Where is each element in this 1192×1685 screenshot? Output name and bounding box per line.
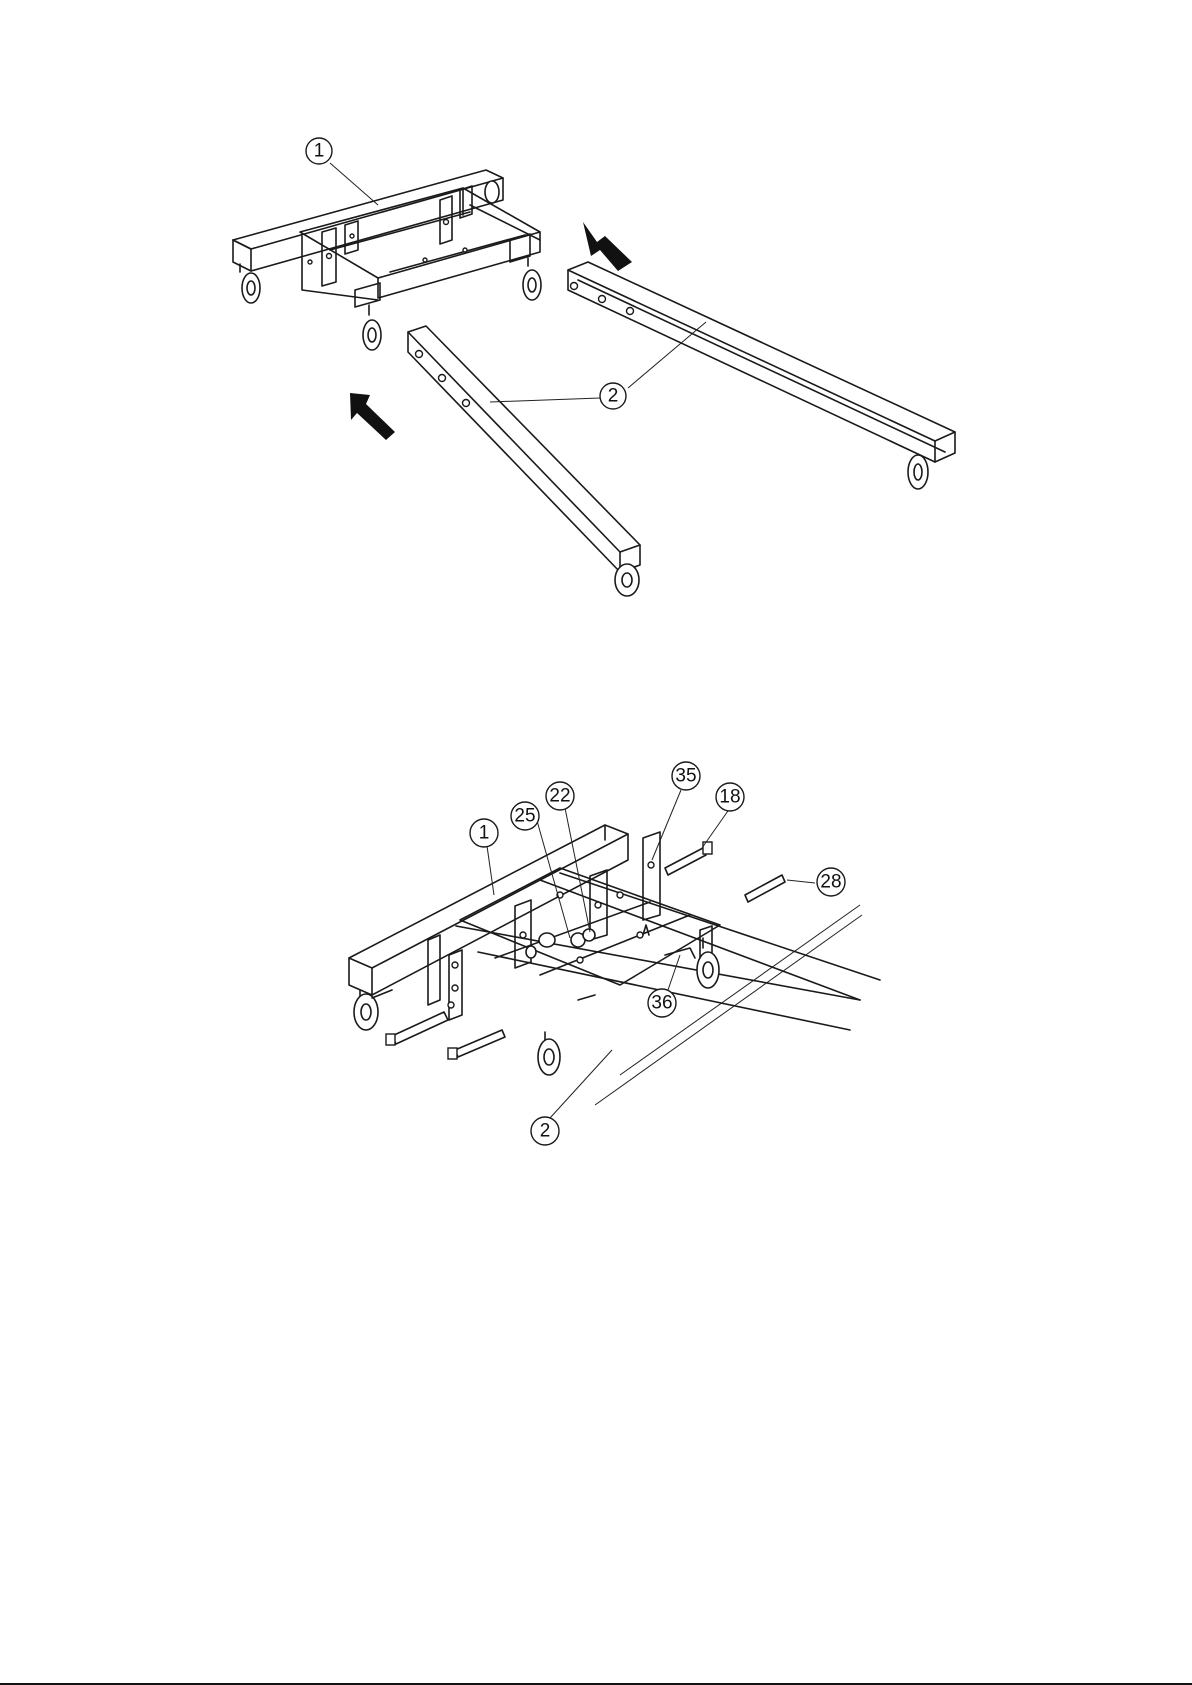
callout-label: 22 <box>549 786 570 807</box>
bottom-front-beam <box>349 825 628 995</box>
top-caster-right <box>523 258 541 300</box>
callout-18: 18 <box>716 783 744 811</box>
callout-28: 28 <box>817 868 845 896</box>
bottom-figure: 1 25 22 35 18 28 36 2 <box>349 762 880 1145</box>
callout-36: 36 <box>648 989 676 1017</box>
callout-label: 25 <box>514 806 535 827</box>
top-front-leg <box>408 326 640 596</box>
callout-label: 35 <box>675 766 696 787</box>
bolt-18 <box>665 842 712 875</box>
callout-label: 2 <box>540 1121 551 1142</box>
top-caster-front <box>363 305 381 350</box>
bottom-caster-left <box>354 990 392 1030</box>
callout-1-top: 1 <box>306 138 332 164</box>
callout-label: 1 <box>314 141 325 162</box>
callout-label: 36 <box>651 993 672 1014</box>
arrow-front-leg-icon <box>350 393 395 440</box>
top-right-leg <box>568 262 955 489</box>
callout-2-bottom: 2 <box>531 1117 559 1145</box>
bolt-left-front <box>386 1012 448 1045</box>
callout-2-top: 2 <box>600 383 626 409</box>
top-base-frame <box>233 170 541 350</box>
top-figure: 1 2 <box>233 138 955 596</box>
bolt-left-rear <box>448 1030 505 1059</box>
top-caster-rear <box>485 181 499 203</box>
clip-36 <box>578 948 695 1000</box>
callout-22: 22 <box>546 782 574 810</box>
bottom-caster-center <box>538 1032 560 1075</box>
callout-label: 1 <box>479 823 490 844</box>
callout-label: 18 <box>719 787 740 808</box>
callout-35: 35 <box>672 762 700 790</box>
callout-25: 25 <box>511 802 539 830</box>
callout-label: 28 <box>820 872 841 893</box>
callout-label: 2 <box>608 386 619 407</box>
pin-28 <box>745 875 785 902</box>
callout-1-bottom: 1 <box>470 819 498 847</box>
